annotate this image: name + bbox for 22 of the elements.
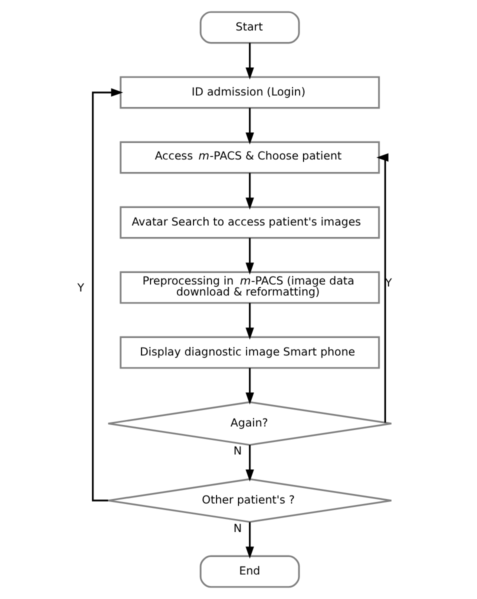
arrow xyxy=(245,302,254,340)
arrow xyxy=(245,108,254,145)
node-diamond: Again? xyxy=(106,401,392,446)
node-box: Preprocessing in m-PACS (image data download & reformatting) xyxy=(119,271,380,304)
arrow xyxy=(245,238,254,275)
arrow xyxy=(245,368,254,405)
node-box: ID admission (Login) xyxy=(119,76,380,109)
arrow xyxy=(376,153,388,423)
arrow xyxy=(245,522,254,559)
node-box: Avatar Search to access patient's images xyxy=(119,206,380,239)
node-diamond: Other patient's ? xyxy=(106,478,392,523)
arrow xyxy=(245,42,254,80)
edge-label: N xyxy=(233,444,242,458)
node-box: Access m-PACS & Choose patient xyxy=(119,141,380,174)
edge-label: Y xyxy=(384,276,392,290)
node-box: End xyxy=(199,555,300,588)
arrow xyxy=(245,445,254,482)
node-box: Display diagnostic image Smart phone xyxy=(119,336,380,369)
arrow xyxy=(245,172,254,210)
node-box: Start xyxy=(199,11,300,44)
edge-label: N xyxy=(233,522,242,535)
edge-label: Y xyxy=(76,282,84,295)
